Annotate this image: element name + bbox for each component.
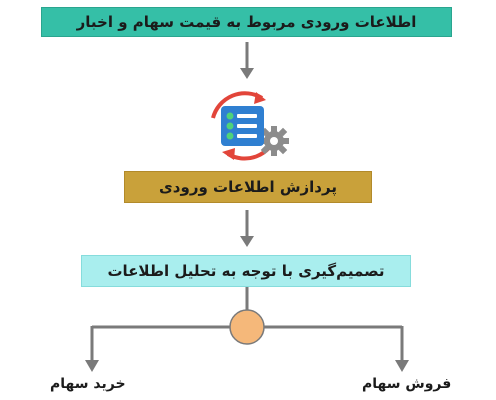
sell-stock-label: فروش سهام	[362, 376, 452, 392]
arrow-input-to-icon	[240, 42, 254, 79]
processing-label: پردازش اطلاعات ورودی	[159, 178, 337, 196]
decision-label: تصمیم‌گیری با توجه به تحلیل اطلاعات	[107, 262, 385, 280]
decision-box: تصمیم‌گیری با توجه به تحلیل اطلاعات	[81, 255, 411, 287]
arrow-process-to-decision	[240, 210, 254, 247]
data-processing-icon	[211, 91, 289, 161]
input-data-box: اطلاعات ورودی مربوط به قیمت سهام و اخبار	[41, 7, 452, 37]
decision-node	[229, 309, 265, 345]
input-data-label: اطلاعات ورودی مربوط به قیمت سهام و اخبار	[76, 13, 417, 31]
processing-box: پردازش اطلاعات ورودی	[124, 171, 372, 203]
buy-stock-label: خرید سهام	[50, 376, 126, 392]
